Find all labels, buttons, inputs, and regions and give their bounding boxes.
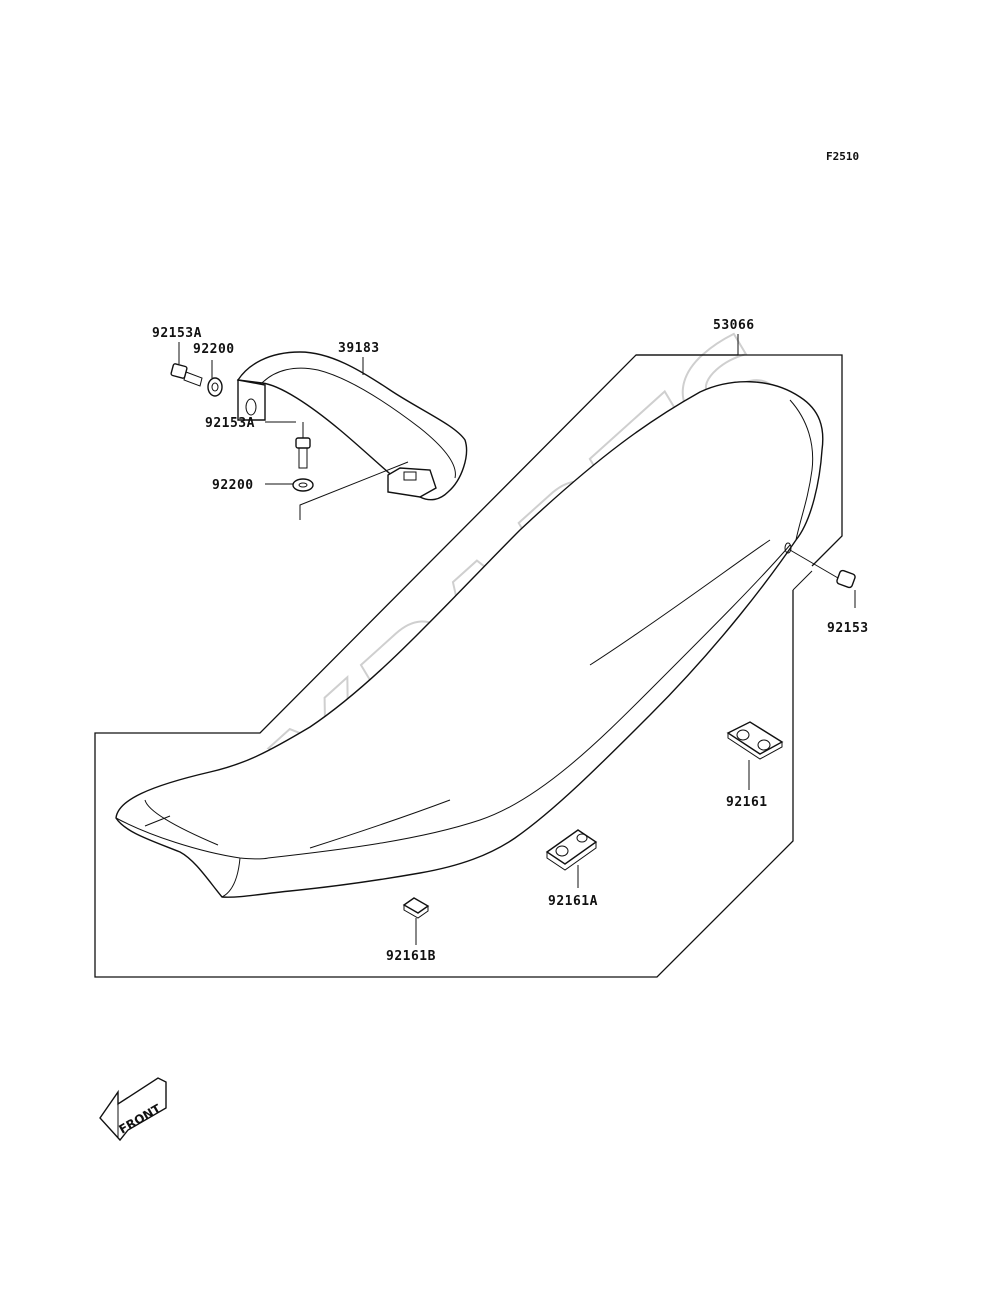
bolt-92153A-middle bbox=[265, 421, 311, 469]
diagram-ref-code: F2510 bbox=[826, 150, 859, 163]
label-92153A-top: 92153A bbox=[152, 326, 202, 341]
bolt-92153A-top bbox=[170, 355, 203, 387]
assembly-frame-right bbox=[636, 354, 843, 567]
label-92161A: 92161A bbox=[548, 894, 598, 909]
label-92153A-middle: 92153A bbox=[205, 416, 255, 431]
clip-92161B bbox=[402, 897, 430, 945]
clip-92161 bbox=[726, 721, 784, 790]
front-arrow: FRONT bbox=[99, 1077, 167, 1142]
guide-line-strap bbox=[299, 461, 409, 520]
label-92153-right: 92153 bbox=[827, 621, 869, 636]
frame-notch bbox=[792, 570, 813, 591]
washer-92200-middle bbox=[265, 478, 314, 492]
label-92161B: 92161B bbox=[386, 949, 436, 964]
seat-53066 bbox=[115, 381, 824, 898]
washer-92200-top bbox=[207, 360, 223, 397]
bolt-92153-right bbox=[784, 542, 856, 608]
label-92200-top: 92200 bbox=[193, 342, 235, 357]
label-92161: 92161 bbox=[726, 795, 768, 810]
label-53066: 53066 bbox=[713, 318, 755, 333]
strap-39183 bbox=[236, 351, 468, 501]
label-92200-middle: 92200 bbox=[212, 478, 254, 493]
label-39183: 39183 bbox=[338, 341, 380, 356]
clip-92161A bbox=[545, 829, 598, 888]
assembly-frame bbox=[94, 354, 794, 978]
